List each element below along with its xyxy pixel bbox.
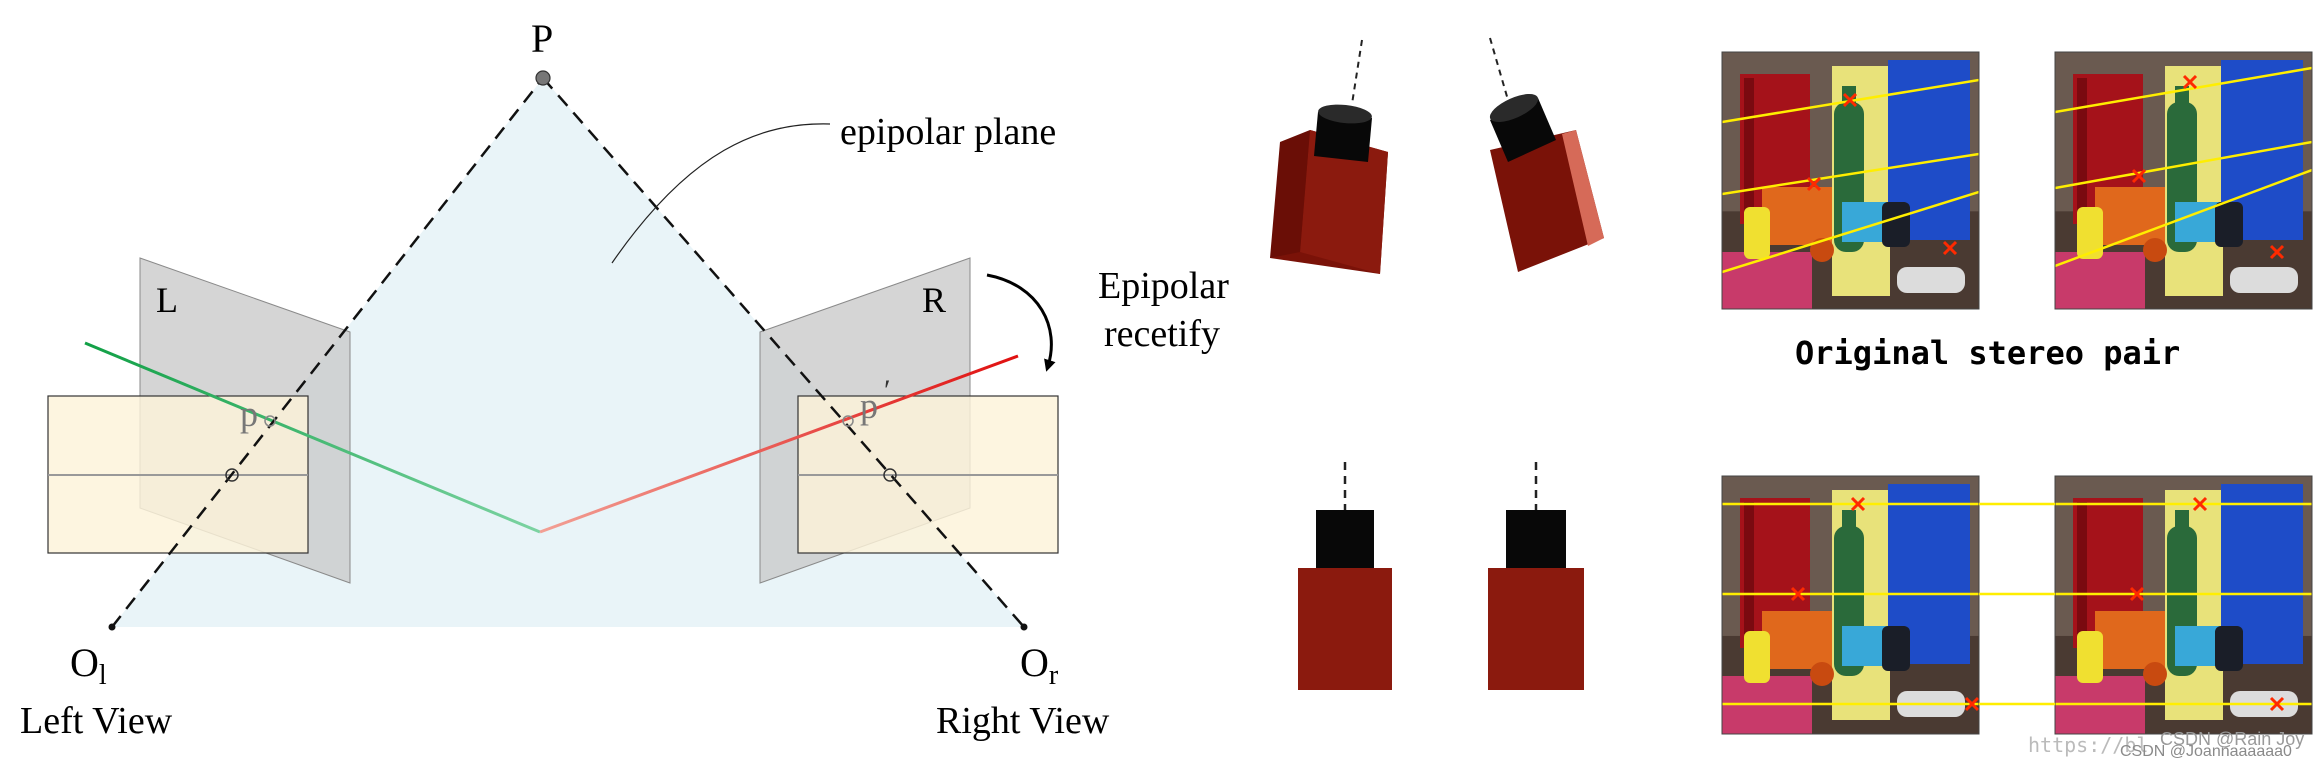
stereo-photo [2054, 51, 2313, 310]
epipolar-line [1722, 152, 1979, 196]
camera-lens [1314, 112, 1372, 162]
camera-lens [1316, 510, 1374, 568]
point-p-marker [264, 415, 276, 427]
stereo-photos [1721, 51, 2313, 735]
label-epipolar-plane: epipolar plane [840, 111, 1056, 153]
yellow-cylinder [2077, 207, 2103, 259]
correspondence-marker [2129, 586, 2145, 602]
origin-left-dot [108, 623, 116, 631]
point-P-marker [535, 70, 551, 86]
yellow-cylinder [1744, 207, 1770, 259]
correspondence-marker [2131, 168, 2147, 184]
correspondence-marker [1790, 586, 1806, 602]
correspondence-marker [1942, 240, 1958, 256]
camera-top-right [1489, 37, 1604, 272]
watermark-author-bottom: CSDN @Joannaaaaaa0 [2120, 743, 2292, 760]
stapler [1897, 267, 1965, 293]
epipolar-line [2055, 168, 2312, 268]
label-P: P [531, 16, 553, 61]
label-image-R: R [922, 280, 946, 320]
epipolar-line [1722, 190, 1979, 274]
left-ray [84, 341, 541, 534]
orange-paper [1762, 611, 1832, 669]
stereo-photo [1721, 51, 1980, 310]
orange-paper [2095, 611, 2165, 669]
right-principal-point [883, 468, 897, 482]
camera-top-left [1270, 39, 1388, 274]
epipolar-line [2055, 140, 2312, 190]
camera-body-highlight [1562, 130, 1604, 246]
label-O-left-subscript: l [99, 660, 107, 691]
origin-right-dot [1020, 623, 1028, 631]
left-principal-point [225, 468, 239, 482]
label-epipolar: Epipolar [1098, 265, 1229, 307]
correspondence-marker [1964, 696, 1979, 712]
camera-lens [1506, 510, 1566, 568]
camera-bottom-right [1488, 462, 1584, 690]
camera-body [1298, 568, 1392, 690]
correspondence-marker [1806, 176, 1822, 192]
stapler [2230, 267, 2298, 293]
epipolar-plane-leader [611, 123, 831, 264]
camera-body [1488, 568, 1584, 690]
orange-paper [1762, 187, 1832, 245]
camera-bottom-left [1298, 462, 1392, 690]
correspondence-marker [1842, 92, 1858, 108]
label-O-left: Ol [70, 640, 107, 691]
left-dashed-edge [111, 77, 544, 628]
stereo-photo [2054, 475, 2313, 735]
camera-axis [1489, 37, 1509, 101]
right-dashed-edge [542, 77, 1025, 628]
watermark-url: https://bl [2028, 733, 2148, 757]
stereo-photo [1721, 475, 1980, 735]
correspondence-marker [2192, 496, 2208, 512]
label-O-right: Or [1020, 640, 1059, 691]
correspondence-marker [2269, 696, 2285, 712]
epipolar-line [2055, 66, 2312, 114]
label-left-view: Left View [20, 700, 173, 742]
camera-body-face [1300, 130, 1388, 274]
right-ray [539, 354, 1019, 534]
yellow-cylinder [1744, 631, 1770, 683]
yellow-cylinder [2077, 631, 2103, 683]
point-p-prime-marker [842, 415, 854, 427]
camera-lens-top [1318, 104, 1372, 124]
correspondence-marker [2269, 244, 2285, 260]
rectify-label: Epipolar recetify [1098, 265, 1229, 355]
orange-paper [2095, 187, 2165, 245]
correspondence-marker [1850, 496, 1866, 512]
camera-axis [1351, 39, 1363, 105]
label-recetify: recetify [1104, 313, 1220, 355]
label-point-p-prime: p [860, 386, 878, 426]
camera-body-left [1270, 130, 1310, 258]
label-image-L: L [156, 280, 178, 320]
camera-lens-top [1489, 94, 1539, 122]
correspondence-marker [2182, 74, 2198, 90]
epipolar-geometry-diagram: P epipolar plane L R p p ′ Ol Or Left Vi… [20, 16, 1110, 742]
label-right-view: Right View [936, 700, 1110, 742]
label-O-right-subscript: r [1049, 660, 1059, 691]
label-prime-mark: ′ [884, 374, 891, 407]
watermark: https://bl CSDN @Rain Joy CSDN @Joannaaa… [2028, 729, 2304, 760]
label-point-p: p [240, 394, 258, 434]
watermark-author-top: CSDN @Rain Joy [2160, 729, 2304, 749]
rectify-rotation-arrow [986, 273, 1056, 372]
label-original-stereo-pair: Original stereo pair [1795, 334, 2180, 372]
